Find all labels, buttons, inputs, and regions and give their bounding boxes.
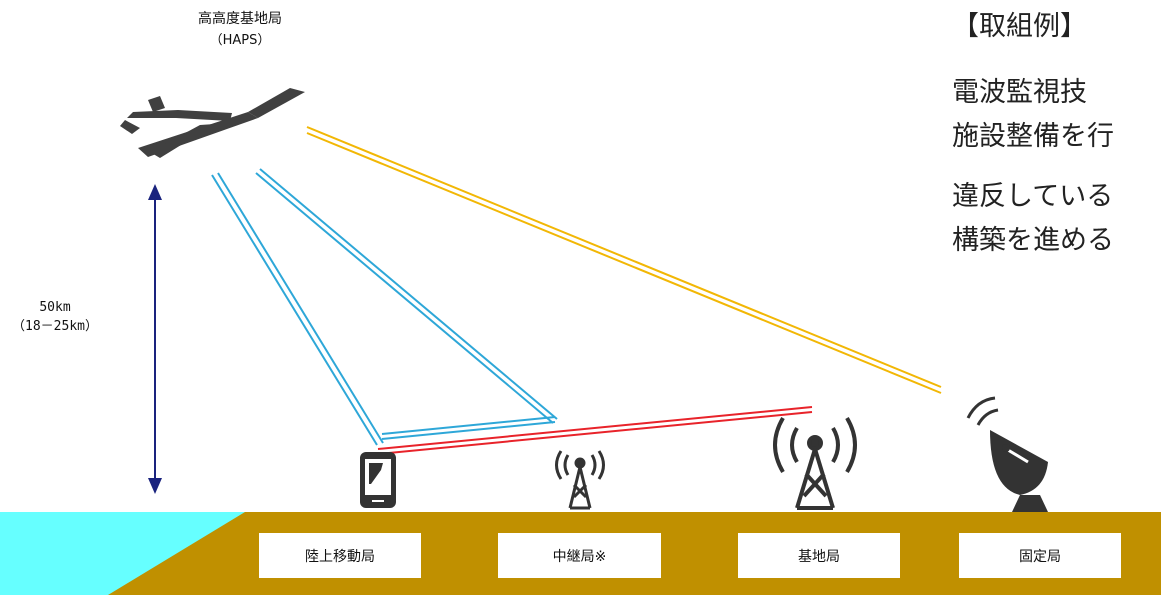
station-label-base: 基地局 bbox=[738, 533, 900, 578]
link-haps-to-fixed bbox=[306, 126, 942, 394]
examples-line-4: 構築を進める bbox=[952, 225, 1114, 256]
altitude-arrow bbox=[148, 184, 162, 494]
examples-line-2: 施設整備を行 bbox=[952, 121, 1114, 152]
link-relay-to-mobile bbox=[381, 416, 556, 440]
relay-tower-icon bbox=[555, 450, 605, 510]
link-mobile-to-base bbox=[377, 406, 813, 455]
altitude-range-label: （18－25km） bbox=[12, 319, 98, 334]
examples-line-1: 電波監視技 bbox=[952, 77, 1087, 108]
station-label-fixed: 固定局 bbox=[959, 533, 1121, 578]
haps-aircraft-icon bbox=[120, 88, 305, 158]
examples-line-3: 違反している bbox=[952, 181, 1114, 212]
examples-heading: 【取組例】 bbox=[952, 11, 1087, 42]
haps-subtitle: （HAPS） bbox=[209, 33, 271, 48]
smartphone-icon bbox=[360, 452, 396, 508]
station-label-relay: 中継局※ bbox=[498, 533, 661, 578]
altitude-label: 50km bbox=[39, 300, 71, 315]
link-haps-to-relay bbox=[255, 168, 558, 424]
link-haps-to-mobile bbox=[211, 172, 384, 446]
haps-title: 高高度基地局 bbox=[198, 11, 282, 27]
water bbox=[0, 512, 245, 595]
satellite-dish-icon bbox=[966, 396, 1048, 512]
base-station-tower-icon bbox=[773, 416, 857, 510]
station-label-mobile: 陸上移動局 bbox=[259, 533, 421, 578]
